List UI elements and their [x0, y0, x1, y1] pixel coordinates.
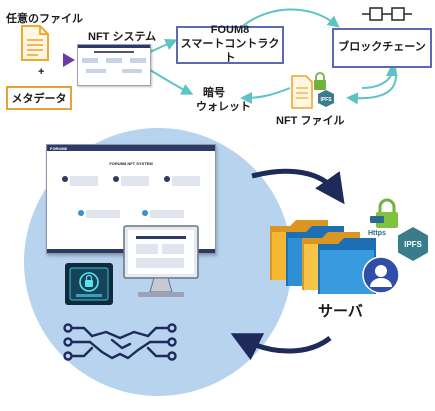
crypto-wallet-label: 暗号 ウォレット — [196, 86, 251, 115]
blockchain-label: ブロックチェーン — [338, 41, 426, 54]
arrow-file-to-blockchain — [361, 64, 398, 89]
arrow-from-server — [230, 333, 332, 361]
crypto-wallet-line2: ウォレット — [196, 101, 251, 114]
metadata-box: メタデータ — [6, 86, 72, 110]
blockchain-box: ブロックチェーン — [332, 28, 432, 68]
nft-system-label: NFT システム — [88, 31, 157, 43]
smart-contract-box: FOUM8 スマートコントラクト — [176, 24, 284, 64]
nft-system-thumbnail — [77, 44, 151, 86]
https-label: Https — [368, 230, 386, 237]
arbitrary-file-label: 任意のファイル — [6, 13, 83, 25]
document-icon — [21, 25, 49, 61]
arrow-system-to-wallet — [149, 69, 194, 95]
arrow-to-server — [251, 168, 345, 205]
security-chip-icon — [65, 263, 113, 305]
folder-stack-icon — [270, 220, 376, 294]
server-label: サーバ — [318, 303, 363, 320]
server-arrows — [230, 168, 345, 361]
ipfs-mini-label: IPFS — [320, 97, 332, 103]
arrow-file-to-wallet — [240, 87, 291, 104]
contract-line2: スマートコントラクト — [180, 38, 280, 64]
screen-brand: FORUM8 — [50, 145, 67, 151]
blockchain-chain-icon — [362, 7, 412, 21]
nft-file-label: NFT ファイル — [276, 115, 345, 127]
lock-icon — [370, 198, 398, 228]
handshake-circuit-icon — [63, 323, 177, 361]
pointer-triangle-icon — [63, 53, 75, 67]
plus-sign: + — [38, 66, 45, 78]
ipfs-hexagon-icon: IPFS — [398, 227, 428, 261]
crypto-wallet-line1: 暗号 — [203, 87, 225, 99]
user-avatar-icon — [362, 256, 400, 294]
arrow-system-to-contract — [149, 39, 178, 53]
nft-file-icon: IPFS — [291, 72, 334, 109]
arrow-contract-to-blockchain — [239, 8, 340, 29]
ipfs-label: IPFS — [404, 240, 422, 249]
flow-arrows — [149, 8, 398, 105]
metadata-label: メタデータ — [11, 93, 67, 105]
monitor-icon — [123, 225, 199, 297]
arrow-blockchain-to-file — [346, 67, 397, 105]
contract-line1: FOUM8 — [210, 24, 250, 37]
screen-title: FORUM8 NFT SYSTEM — [109, 161, 153, 166]
